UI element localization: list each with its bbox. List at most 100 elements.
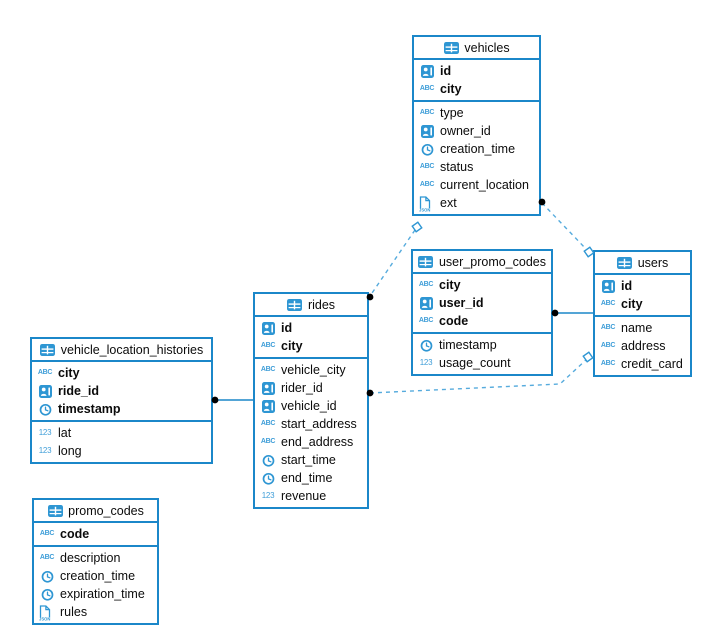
field-row[interactable]: ABC address (595, 337, 690, 355)
field-row[interactable]: 123 revenue (255, 487, 367, 505)
field-row[interactable]: end_time (255, 469, 367, 487)
id-badge-icon (260, 321, 276, 335)
table-user-promo-codes[interactable]: user_promo_codes ABC city user_id ABC co… (411, 249, 553, 376)
id-badge-icon (600, 279, 616, 293)
field-row[interactable]: 123 usage_count (413, 354, 551, 372)
field-name: id (281, 321, 293, 335)
field-row[interactable]: 123 long (32, 442, 211, 460)
timestamp-icon (419, 142, 435, 156)
field-name: long (58, 444, 82, 458)
text-type-icon: ABC (600, 360, 616, 367)
field-row[interactable]: expiration_time (34, 585, 157, 603)
id-badge-icon (418, 296, 434, 310)
field-row[interactable]: JSON rules (34, 603, 157, 621)
field-name: ride_id (58, 384, 99, 398)
field-row[interactable]: ABC name (595, 319, 690, 337)
field-row[interactable]: id (414, 62, 539, 80)
id-badge-icon (419, 64, 435, 78)
table-icon (418, 255, 434, 269)
field-row[interactable]: ABC city (255, 337, 367, 355)
field-row[interactable]: ABC type (414, 104, 539, 122)
field-row[interactable]: ABC city (32, 364, 211, 382)
table-vehicle-location-histories-header[interactable]: vehicle_location_histories (32, 339, 211, 362)
field-row[interactable]: id (255, 319, 367, 337)
field-row[interactable]: owner_id (414, 122, 539, 140)
field-row[interactable]: ABC current_location (414, 176, 539, 194)
field-row[interactable]: ABC city (413, 276, 551, 294)
table-vehicles-header[interactable]: vehicles (414, 37, 539, 60)
field-row[interactable]: ABC vehicle_city (255, 361, 367, 379)
text-type-icon: ABC (419, 163, 435, 170)
text-type-icon: ABC (260, 366, 276, 373)
field-row[interactable]: ABC end_address (255, 433, 367, 451)
field-name: vehicle_city (281, 363, 346, 377)
text-type-icon: ABC (260, 342, 276, 349)
relation-endpoint-diamond (582, 351, 594, 363)
table-icon (287, 298, 303, 312)
field-name: start_time (281, 453, 336, 467)
table-users-header[interactable]: users (595, 252, 690, 275)
field-row[interactable]: timestamp (413, 336, 551, 354)
text-type-icon: ABC (39, 530, 55, 537)
text-type-icon: ABC (260, 420, 276, 427)
field-name: address (621, 339, 666, 353)
field-name: revenue (281, 489, 327, 503)
field-name: city (439, 278, 461, 292)
field-name: name (621, 321, 653, 335)
field-name: timestamp (58, 402, 121, 416)
field-row[interactable]: ride_id (32, 382, 211, 400)
field-name: user_id (439, 296, 484, 310)
table-user-promo-codes-header[interactable]: user_promo_codes (413, 251, 551, 274)
table-promo-codes-header[interactable]: promo_codes (34, 500, 157, 523)
field-name: end_time (281, 471, 333, 485)
field-row[interactable]: ABC city (595, 295, 690, 313)
table-name: user_promo_codes (438, 254, 546, 269)
field-name: code (60, 527, 90, 541)
field-row[interactable]: ABC credit_card (595, 355, 690, 373)
text-type-icon: ABC (260, 438, 276, 445)
field-row[interactable]: JSON ext (414, 194, 539, 212)
field-row[interactable]: ABC city (414, 80, 539, 98)
field-row[interactable]: 123 lat (32, 424, 211, 442)
field-name: city (440, 82, 462, 96)
text-type-icon: ABC (39, 554, 55, 561)
text-type-icon: ABC (37, 369, 53, 376)
number-type-icon: 123 (38, 446, 52, 455)
field-name: timestamp (439, 338, 497, 352)
table-vehicle-location-histories[interactable]: vehicle_location_histories ABC city ride… (30, 337, 213, 464)
field-name: vehicle_id (281, 399, 337, 413)
text-type-icon: ABC (600, 300, 616, 307)
json-type-icon: JSON (39, 604, 55, 621)
field-row[interactable]: ABC code (34, 525, 157, 543)
table-icon (40, 343, 56, 357)
table-rides-header[interactable]: rides (255, 294, 367, 317)
field-name: usage_count (439, 356, 511, 370)
field-row[interactable]: ABC code (413, 312, 551, 330)
field-name: city (58, 366, 80, 380)
field-name: expiration_time (60, 587, 145, 601)
field-name: id (440, 64, 452, 78)
field-row[interactable]: creation_time (34, 567, 157, 585)
field-row[interactable]: start_time (255, 451, 367, 469)
field-row[interactable]: vehicle_id (255, 397, 367, 415)
table-icon (443, 41, 459, 55)
table-name: vehicle_location_histories (60, 342, 204, 357)
field-row[interactable]: ABC status (414, 158, 539, 176)
field-row[interactable]: id (595, 277, 690, 295)
field-row[interactable]: creation_time (414, 140, 539, 158)
text-type-icon: ABC (418, 317, 434, 324)
table-rides[interactable]: rides id ABC city ABC vehicle_city rider… (253, 292, 369, 509)
field-row[interactable]: ABC description (34, 549, 157, 567)
table-vehicles[interactable]: vehicles id ABC city ABC type owner_id (412, 35, 541, 216)
field-name: credit_card (621, 357, 683, 371)
table-users[interactable]: users id ABC city ABC name ABC address A… (593, 250, 692, 377)
table-promo-codes[interactable]: promo_codes ABC code ABC description cre… (32, 498, 159, 625)
field-row[interactable]: rider_id (255, 379, 367, 397)
number-type-icon: 123 (38, 428, 52, 437)
field-row[interactable]: ABC start_address (255, 415, 367, 433)
field-name: start_address (281, 417, 357, 431)
field-row[interactable]: user_id (413, 294, 551, 312)
id-badge-icon (260, 399, 276, 413)
field-row[interactable]: timestamp (32, 400, 211, 418)
